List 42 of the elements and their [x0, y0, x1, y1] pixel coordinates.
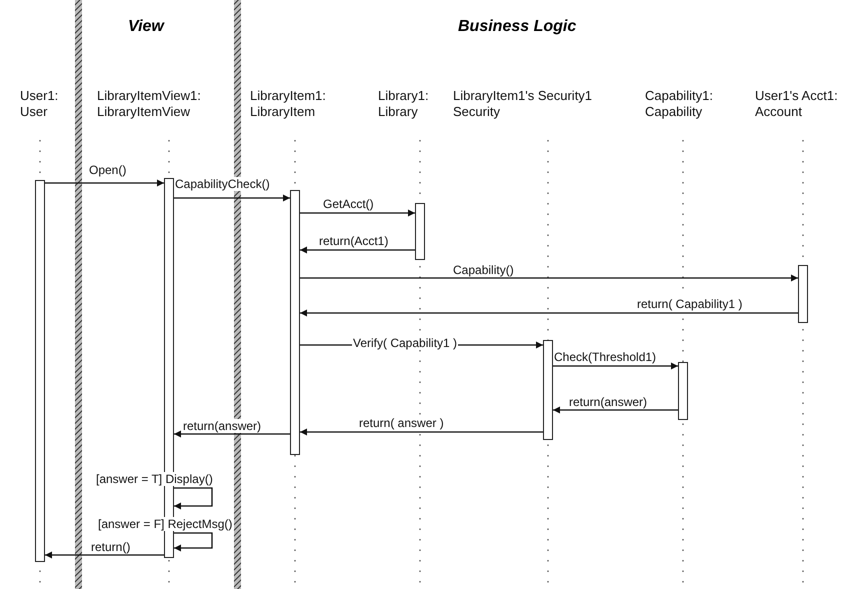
activation-bar [543, 340, 553, 440]
object-name: Capability1: Capability [645, 88, 725, 120]
message-arrow [174, 487, 213, 510]
message-label: return() [90, 540, 132, 554]
message-label: Open() [88, 163, 128, 177]
swimlane-title: Business Logic [458, 18, 576, 36]
object-name: User1: User [20, 88, 70, 120]
activation-bar [678, 362, 688, 420]
activation-bar [290, 190, 300, 455]
message-label: return(answer) [182, 419, 262, 433]
activation-bar [798, 265, 808, 323]
message-arrow [45, 552, 164, 558]
message-label: [answer = F] RejectMsg() [97, 517, 234, 531]
activation-bar [415, 203, 425, 260]
swimlane-title: View [128, 18, 164, 36]
object-name: LibraryItem1's Security1 Security [453, 88, 611, 120]
message-label: Capability() [452, 263, 515, 277]
message-arrow [300, 246, 415, 254]
message-arrow [300, 274, 798, 282]
message-arrow [300, 210, 415, 216]
object-name: LibraryItem1: LibraryItem [250, 88, 342, 120]
message-label: [answer = T] Display() [95, 472, 214, 486]
message-arrow [553, 362, 678, 370]
message-arrow [300, 310, 798, 316]
activation-bar [35, 180, 45, 562]
message-arrow [174, 430, 290, 438]
message-label: GetAcct() [322, 197, 375, 211]
message-label: Check(Threshold1) [553, 350, 658, 364]
message-label: return(answer) [568, 395, 648, 409]
message-arrow [174, 532, 213, 552]
message-label: return( answer ) [358, 416, 445, 430]
message-label: Verify( Capability1 ) [352, 336, 458, 350]
message-arrow [174, 194, 290, 202]
message-label: CapabilityCheck() [174, 177, 271, 191]
message-label: return(Acct1) [318, 234, 390, 248]
object-name: Library1: Library [378, 88, 440, 120]
object-name: User1's Acct1: Account [755, 88, 849, 120]
message-arrow [553, 406, 678, 414]
message-label: return( Capability1 ) [636, 297, 744, 311]
object-name: LibraryItemView1: LibraryItemView [97, 88, 215, 120]
message-arrow [300, 428, 543, 436]
message-arrow [45, 180, 164, 186]
